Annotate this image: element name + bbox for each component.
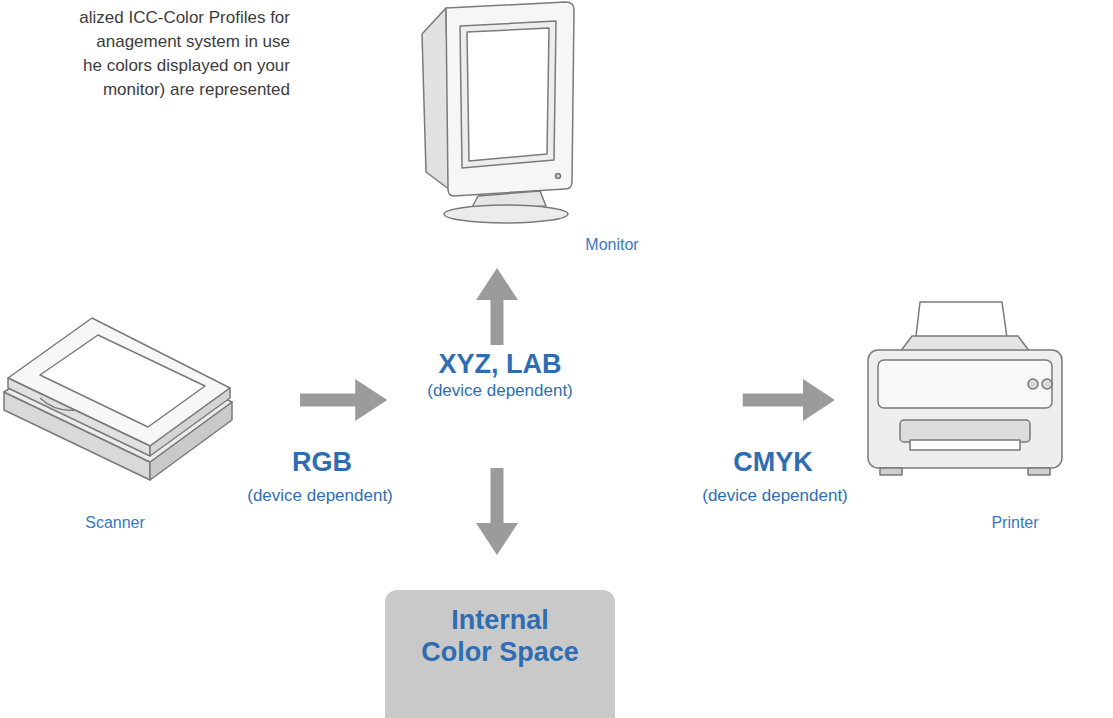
device-label: Printer — [991, 513, 1038, 533]
body-text-line: he colors displayed on your — [83, 54, 290, 78]
color-space-node: XYZ, LAB(device dependent) — [427, 348, 573, 402]
monitor-illustration — [422, 2, 574, 223]
printer-node: Printer — [845, 295, 1085, 540]
flow-arrow — [476, 468, 518, 555]
device-label: Monitor — [585, 235, 638, 255]
space-note: (device dependent) — [427, 380, 573, 402]
color-model-label: RGB — [292, 446, 352, 478]
arrow-shaft — [491, 299, 504, 345]
body-text-line: anagement system in use — [96, 30, 290, 54]
arrow-head — [476, 523, 518, 555]
arrow-head — [355, 379, 387, 421]
flow-arrow — [300, 379, 387, 421]
body-text-line: monitor) are represented — [103, 78, 290, 102]
monitor-node: Monitor — [400, 0, 650, 258]
arrow-head — [476, 268, 518, 300]
internal-color-space-box: Internal Color Space — [385, 590, 615, 718]
body-text-line: alized ICC-Color Profiles for — [79, 6, 290, 30]
arrow-shaft — [491, 468, 504, 524]
flow-arrow — [476, 268, 518, 345]
scanner-node: Scanner — [0, 295, 240, 540]
printer-illustration — [868, 302, 1062, 475]
device-label: Scanner — [85, 513, 145, 533]
arrow-shaft — [300, 394, 356, 407]
space-title: Internal Color Space — [416, 604, 584, 668]
scanner-illustration — [4, 318, 232, 480]
arrow-shaft — [743, 394, 804, 407]
space-title: XYZ, LAB — [427, 348, 573, 380]
flow-arrow — [743, 379, 835, 421]
device-note: (device dependent) — [247, 485, 393, 507]
color-model-label: CMYK — [733, 446, 813, 478]
arrow-head — [803, 379, 835, 421]
device-note: (device dependent) — [702, 485, 848, 507]
